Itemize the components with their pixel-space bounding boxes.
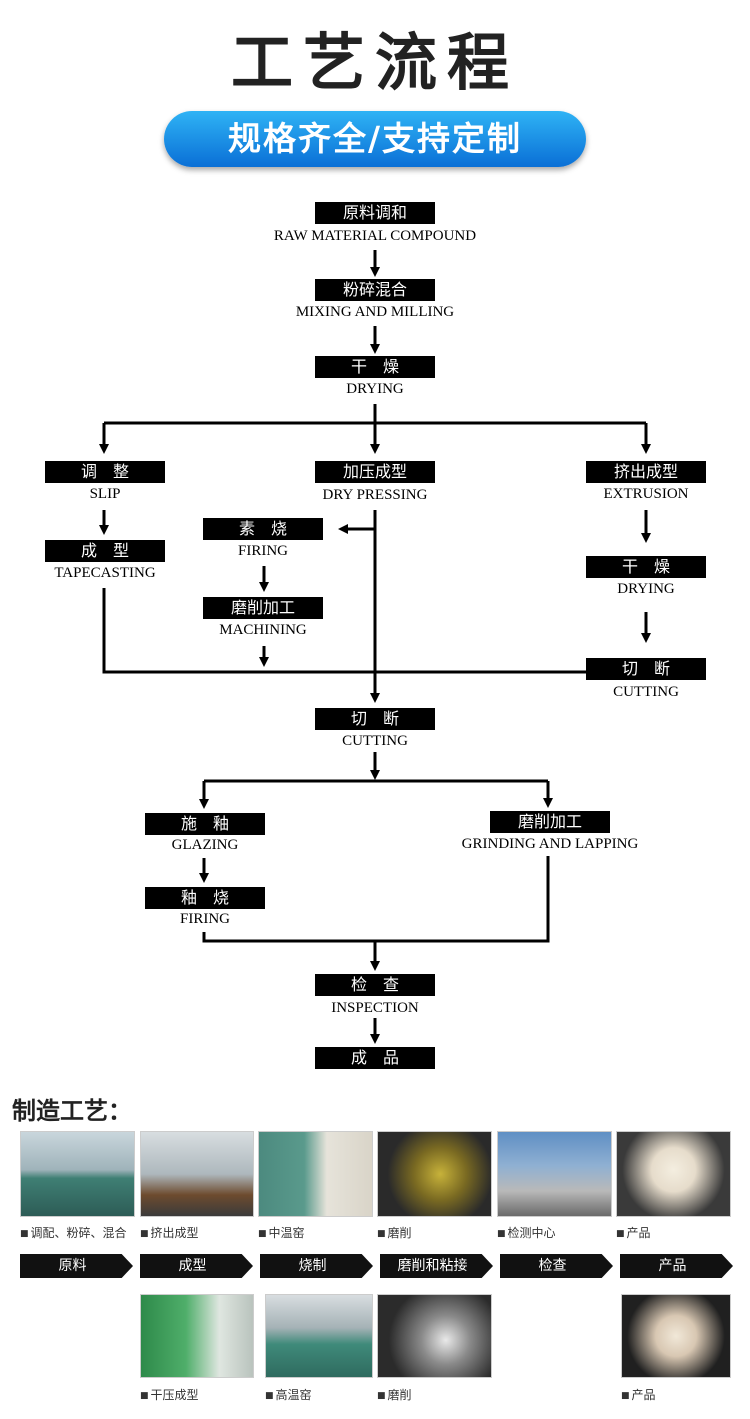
firing1-box: 素 烧 [203, 518, 323, 540]
photo-mixing [20, 1131, 135, 1217]
drying-label: DRYING [346, 381, 404, 397]
mixing-box: 粉碎混合 [315, 279, 435, 301]
step-inspection: 检查 [500, 1254, 613, 1278]
caption-high-temp-kiln: 高温窑 [265, 1386, 312, 1403]
firing2-label: FIRING [179, 911, 230, 927]
caption-product-top: 产品 [616, 1224, 651, 1241]
page-title: 工艺流程 [230, 26, 519, 99]
caption-product-bottom: 产品 [621, 1386, 656, 1403]
slip-box: 调 整 [45, 461, 165, 483]
caption-grinding: 磨削 [377, 1224, 412, 1241]
manufacturing-title: 制造工艺： [12, 1097, 132, 1125]
step-raw-material: 原料 [20, 1254, 133, 1278]
dry-pressing-box: 加压成型 [315, 461, 435, 483]
caption-dry-pressing: 干压成型 [140, 1386, 199, 1403]
photo-grinding [377, 1131, 492, 1217]
caption-grinding-bottom: 磨削 [377, 1386, 412, 1403]
step-grinding-bonding: 磨削和粘接 [380, 1254, 493, 1278]
tapecasting-label: TAPECASTING [54, 565, 156, 581]
cutting-right-label: CUTTING [613, 684, 679, 700]
product-box: 成 品 [315, 1047, 435, 1069]
caption-testing: 检测中心 [497, 1224, 556, 1241]
dry-pressing-label: DRY PRESSING [322, 487, 428, 503]
glazing-label: GLAZING [171, 837, 239, 853]
photo-kiln [258, 1131, 373, 1217]
photo-product-bottom [621, 1294, 731, 1378]
caption-extrusion: 挤出成型 [140, 1224, 199, 1241]
photo-dry-pressing [140, 1294, 254, 1378]
mixing-label: MIXING AND MILLING [295, 304, 455, 320]
firing1-label: FIRING [237, 543, 288, 559]
step-product: 产品 [620, 1254, 733, 1278]
step-firing: 烧制 [260, 1254, 373, 1278]
step-forming: 成型 [140, 1254, 253, 1278]
caption-mixing: 调配、粉碎、混合 [20, 1224, 127, 1241]
inspection-label: INSPECTION [331, 1000, 419, 1016]
photo-product-top [616, 1131, 731, 1217]
machining-label: MACHINING [219, 622, 307, 638]
raw-material-box: 原料调和 [315, 202, 435, 224]
grinding-box: 磨削加工 [490, 811, 610, 833]
firing2-box: 釉 烧 [145, 887, 265, 909]
cutting-box: 切 断 [315, 708, 435, 730]
extrusion-label: EXTRUSION [603, 486, 689, 502]
tapecasting-box: 成 型 [45, 540, 165, 562]
grinding-label: GRINDING AND LAPPING [461, 836, 639, 852]
line-tapecasting-to-cutting [102, 588, 586, 674]
flow-connectors [99, 250, 651, 1044]
banner-label: 规格齐全/支持定制 [164, 111, 586, 167]
photo-testing [497, 1131, 612, 1217]
drying-box: 干 燥 [315, 356, 435, 378]
glazing-box: 施 釉 [145, 813, 265, 835]
cutting-right-box: 切 断 [586, 658, 706, 680]
drying2-box: 干 燥 [586, 556, 706, 578]
raw-material-label: RAW MATERIAL COMPOUND [273, 228, 477, 244]
machining-box: 磨削加工 [203, 597, 323, 619]
photo-grinding-bottom [377, 1294, 492, 1378]
inspection-box: 检 查 [315, 974, 435, 996]
extrusion-box: 挤出成型 [586, 461, 706, 483]
cutting-label: CUTTING [342, 733, 408, 749]
caption-kiln: 中温窑 [258, 1224, 305, 1241]
photo-high-temp-kiln [265, 1294, 373, 1378]
photo-extrusion [140, 1131, 254, 1217]
drying2-label: DRYING [617, 581, 675, 597]
slip-label: SLIP [89, 486, 121, 502]
